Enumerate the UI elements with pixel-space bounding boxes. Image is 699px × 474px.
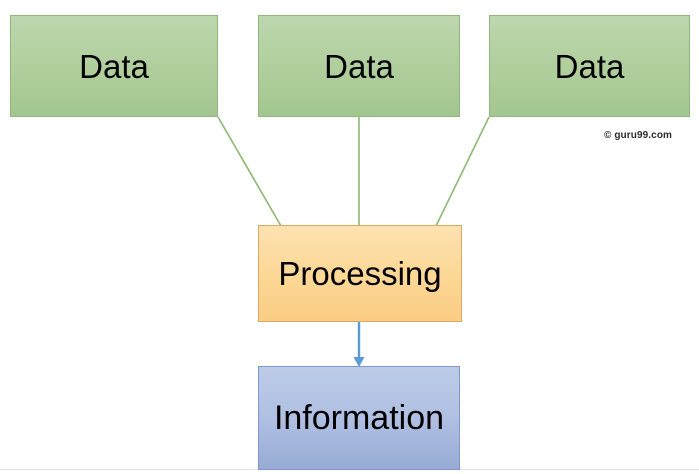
node-data-3-label: Data <box>554 47 625 85</box>
connector-data-3-to-processing <box>435 116 490 227</box>
node-processing-label: Processing <box>278 255 442 292</box>
node-data-1-label: Data <box>79 47 149 85</box>
node-data-1[interactable]: Data <box>10 15 218 117</box>
node-data-3[interactable]: Data <box>489 15 690 117</box>
node-processing[interactable]: Processing <box>258 225 462 322</box>
connector-data-1-to-processing <box>217 116 282 227</box>
node-data-2-label: Data <box>324 47 394 85</box>
watermark-guru99: © guru99.com <box>604 130 673 141</box>
node-data-2[interactable]: Data <box>258 15 460 117</box>
node-information-label: Information <box>273 399 445 437</box>
node-information[interactable]: Information <box>258 366 460 470</box>
arrowhead-processing-to-information <box>353 357 365 367</box>
